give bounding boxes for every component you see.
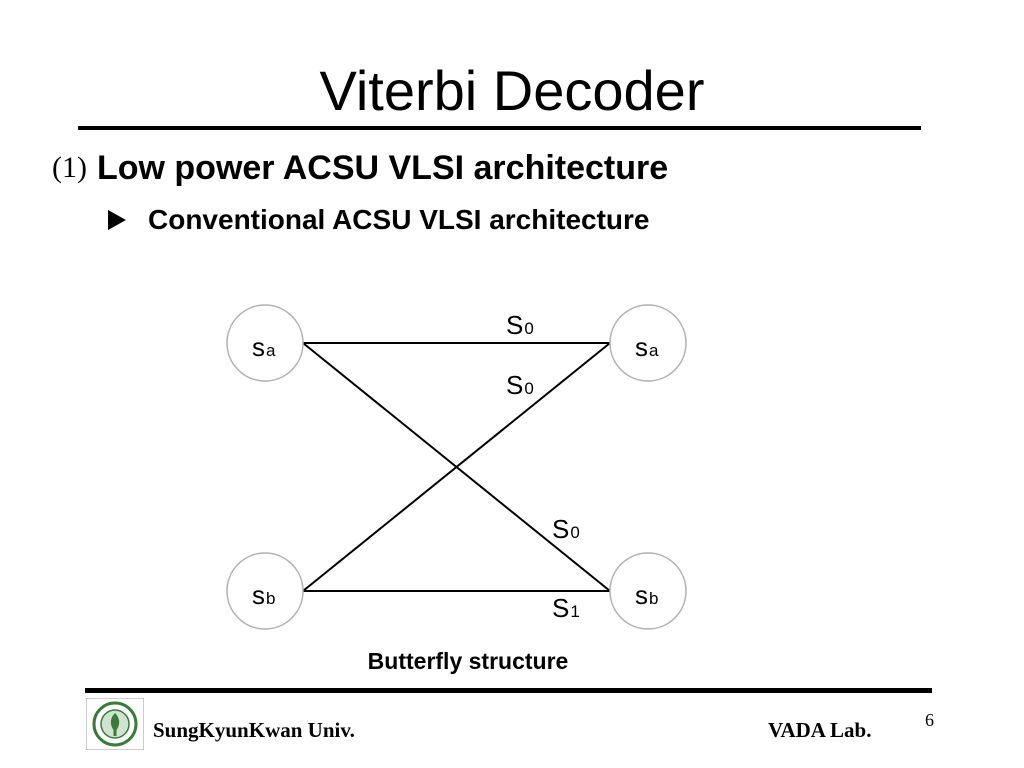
footer-divider xyxy=(85,688,932,693)
edge-cross-up xyxy=(302,342,611,592)
node-label-right-bottom: sb xyxy=(635,580,658,610)
slide-title: Viterbi Decoder xyxy=(319,59,705,122)
university-logo-icon xyxy=(86,698,144,750)
bullet-number: (1) xyxy=(52,151,87,184)
bullet-level-2: Conventional ACSU VLSI architecture xyxy=(108,200,650,240)
edge-label-top: S0 xyxy=(506,310,534,340)
edge-label-cross-down: S0 xyxy=(552,514,580,544)
triangle-bullet-icon xyxy=(108,210,126,230)
bullet-level-1: (1) Low power ACSU VLSI architecture xyxy=(52,146,668,190)
footer-lab: VADA Lab. xyxy=(768,718,872,742)
footer-university: SungKyunKwan Univ. xyxy=(153,718,355,742)
diagram-caption: Butterfly structure xyxy=(367,648,569,674)
node-left-top xyxy=(226,304,304,382)
node-left-bottom xyxy=(226,552,304,630)
title-divider xyxy=(78,126,921,130)
edge-label-bottom: S1 xyxy=(552,593,580,623)
node-right-top xyxy=(609,304,687,382)
edge-label-cross-up: S0 xyxy=(506,370,534,400)
node-right-bottom xyxy=(609,552,687,630)
node-label-left-top: sa xyxy=(252,332,276,362)
node-label-right-top: sa xyxy=(635,332,659,362)
node-label-left-bottom: sb xyxy=(252,580,275,610)
sub-bullet-text: Conventional ACSU VLSI architecture xyxy=(148,204,650,235)
page-number: 6 xyxy=(925,710,934,730)
bullet-text: Low power ACSU VLSI architecture xyxy=(96,148,669,187)
